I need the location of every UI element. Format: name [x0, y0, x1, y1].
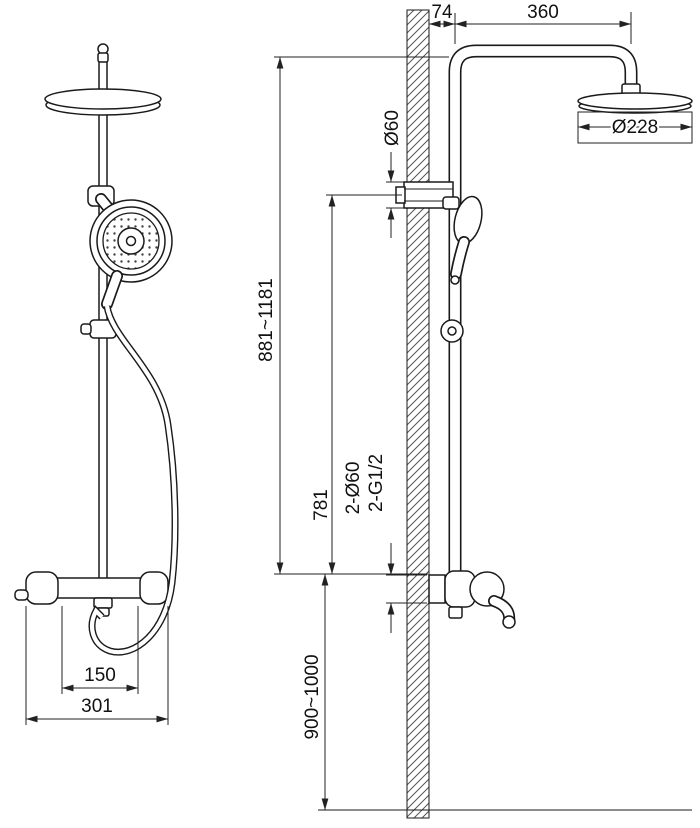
dim-label-wall-offset: 74 [431, 2, 453, 23]
wall-section [406, 9, 430, 819]
dim-label-handle-spacing: 150 [84, 665, 116, 686]
rain-shower-head-front [44, 88, 162, 116]
dimension-wall-offset: 74 [429, 0, 456, 44]
dimension-riser-height: 781 [309, 194, 402, 574]
thermostatic-valve-side [428, 570, 516, 629]
hand-shower-front [89, 199, 173, 310]
dim-label-arm-length: 360 [527, 2, 559, 23]
dim-label-mounting-height-range: 900~1000 [302, 654, 323, 739]
dim-label-overall-height-range: 881~1181 [256, 278, 277, 362]
dimension-handle-spacing: 150 [61, 606, 139, 694]
dimension-arm-length: 360 [455, 0, 632, 44]
dim-label-inlet-threads: 2-G1/2 [366, 454, 387, 512]
thermostatic-valve-front [14, 571, 169, 617]
dim-label-valve-width: 301 [81, 696, 113, 717]
dimension-valve-width: 301 [25, 606, 169, 725]
shower-hose-front [88, 305, 179, 656]
dimension-overall-height-range: 881~1181 [254, 56, 449, 575]
dim-label-escutcheon-diameter: Ø60 [382, 110, 403, 146]
front-view: 150 301 [14, 43, 179, 725]
dimension-mounting-height-range: 900~1000 [300, 574, 329, 810]
dim-label-riser-height: 781 [311, 489, 332, 521]
dim-label-inlet-diameters: 2-Ø60 [343, 462, 364, 515]
dim-label-head-diameter: Ø228 [612, 117, 658, 138]
hand-shower-side [442, 195, 483, 285]
dimension-valve-inlets: 2-Ø60 2-G1/2 [341, 452, 427, 633]
slider-knob-side [440, 319, 464, 343]
side-view: 74 360 Ø228 Ø60 881~1181 781 [254, 0, 693, 819]
rain-shower-head-side [577, 83, 693, 114]
dimension-escutcheon-diameter: Ø60 [380, 108, 405, 238]
dimension-head-diameter: Ø228 [577, 111, 693, 144]
riser-and-arm-pipe-side [448, 44, 638, 577]
